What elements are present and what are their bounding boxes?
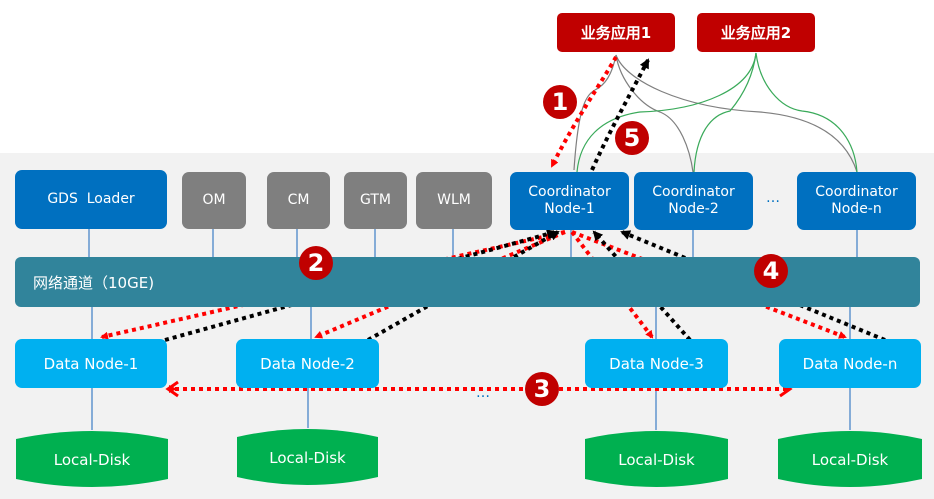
data-node-2-label: Data Node-2	[260, 354, 355, 373]
step5-arrow	[590, 58, 650, 171]
data-node-n-label: Data Node-n	[802, 354, 898, 373]
data-node-3-label: Data Node-3	[609, 354, 704, 373]
om-label: OM	[202, 192, 226, 209]
gds-loader-box[interactable]: GDS Loader	[15, 170, 167, 229]
step2-arrows	[100, 230, 566, 340]
disk-icon	[585, 431, 728, 487]
data-node-2[interactable]: Data Node-2	[236, 339, 379, 388]
gtm-label: GTM	[360, 192, 391, 209]
gds-loader-label: GDS Loader	[47, 191, 135, 208]
coordinator-node-n[interactable]: Coordinator Node-n	[797, 172, 916, 230]
network-channel-label: 网络通道（10GE)	[33, 273, 155, 292]
step-5-badge: 5	[615, 121, 649, 155]
data-node-1[interactable]: Data Node-1	[15, 339, 167, 388]
coordinator-n-line2: Node-n	[831, 201, 882, 217]
local-disk-3[interactable]: Local-Disk	[585, 429, 728, 489]
disk-icon	[237, 429, 378, 485]
cm-box[interactable]: CM	[267, 172, 330, 229]
local-disk-1[interactable]: Local-Disk	[16, 429, 168, 489]
coordinator-2-line2: Node-2	[668, 201, 719, 217]
coordinator-node-1[interactable]: Coordinator Node-1	[510, 172, 629, 230]
local-disk-2-label: Local-Disk	[269, 449, 346, 467]
gtm-box[interactable]: GTM	[344, 172, 407, 229]
cm-label: CM	[287, 192, 310, 209]
app-1-label: 业务应用1	[580, 23, 652, 42]
step3-arrowhead-left	[165, 380, 179, 398]
app-2-label: 业务应用2	[720, 23, 792, 42]
step-3-badge: 3	[525, 372, 559, 406]
coordinator-n-line1: Coordinator	[815, 184, 898, 201]
wlm-label: WLM	[437, 192, 471, 209]
coordinator-node-2[interactable]: Coordinator Node-2	[634, 172, 753, 230]
local-disk-2[interactable]: Local-Disk	[237, 427, 378, 487]
local-disk-n-label: Local-Disk	[811, 451, 889, 469]
step-2-badge: 2	[299, 246, 333, 280]
local-disk-3-label: Local-Disk	[618, 451, 695, 469]
data-node-1-label: Data Node-1	[43, 354, 139, 373]
data-node-3[interactable]: Data Node-3	[585, 339, 728, 388]
step-1-badge: 1	[543, 85, 577, 119]
blue-connectors	[88, 229, 858, 430]
local-disk-1-label: Local-Disk	[53, 451, 131, 469]
disk-icon	[778, 431, 922, 487]
data-node-n[interactable]: Data Node-n	[779, 339, 921, 388]
disk-icon	[16, 431, 168, 487]
local-disk-n[interactable]: Local-Disk	[778, 429, 922, 489]
coordinator-ellipsis: …	[766, 190, 780, 206]
step-4-badge: 4	[754, 254, 788, 288]
app1-links	[573, 54, 858, 173]
coordinator-1-line2: Node-1	[544, 201, 595, 217]
coordinator-1-line1: Coordinator	[528, 184, 611, 201]
app2-links	[576, 52, 858, 173]
data-node-ellipsis: …	[476, 385, 490, 401]
om-box[interactable]: OM	[182, 172, 246, 229]
app-2-box[interactable]: 业务应用2	[697, 13, 815, 52]
app-1-box[interactable]: 业务应用1	[557, 13, 675, 52]
step1-arrow	[550, 56, 618, 168]
coordinator-2-line1: Coordinator	[652, 184, 735, 201]
wlm-box[interactable]: WLM	[416, 172, 492, 229]
